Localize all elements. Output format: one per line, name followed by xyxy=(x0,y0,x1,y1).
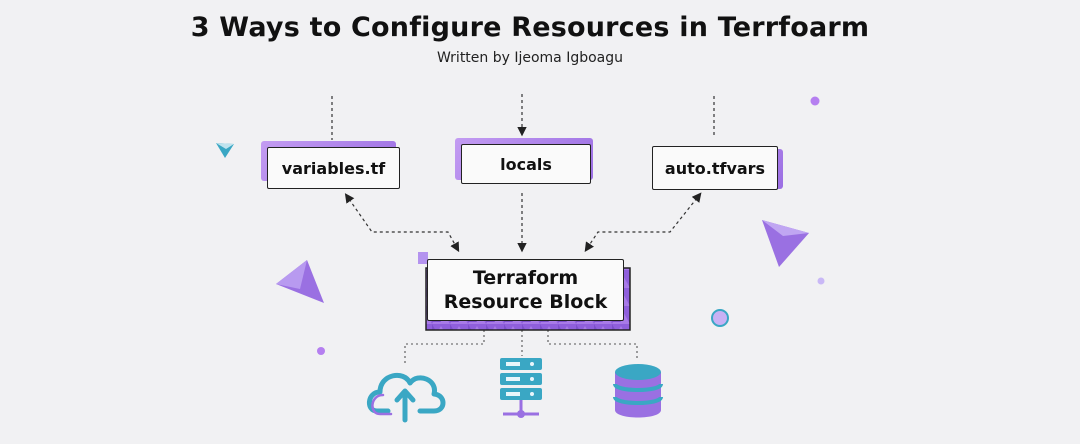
decorative-dot xyxy=(810,96,820,106)
arrow-autotfvars-to-resource xyxy=(584,192,702,252)
node-auto-tfvars: auto.tfvars xyxy=(652,146,778,190)
node-locals-label: locals xyxy=(500,154,552,174)
node-variables-tf: variables.tf xyxy=(267,147,400,189)
decorative-dot xyxy=(817,277,825,285)
page-title: 3 Ways to Configure Resources in Terrfoa… xyxy=(190,12,870,43)
decorative-dot xyxy=(317,347,325,355)
bottom-connectors xyxy=(404,330,638,364)
cloud-upload-icon xyxy=(367,372,446,423)
database-icon xyxy=(613,364,663,418)
node-variables-label: variables.tf xyxy=(281,158,386,178)
page-subtitle: Written by Ijeoma Igboagu xyxy=(436,50,624,66)
decorative-triangle-right xyxy=(762,220,809,267)
node-terraform-resource-block: Terraform Resource Block xyxy=(427,259,624,321)
top-dashed-lines xyxy=(331,96,715,140)
resource-label-line1: Terraform xyxy=(472,267,579,289)
server-rack-icon xyxy=(500,358,542,418)
decorative-ring xyxy=(711,309,729,327)
decorative-triangle-small xyxy=(216,143,234,158)
resource-label-line2: Resource Block xyxy=(443,291,608,313)
node-autotfvars-label: auto.tfvars xyxy=(664,158,766,178)
node-locals: locals xyxy=(461,144,591,184)
decorative-triangle-left xyxy=(276,260,324,303)
arrow-variables-to-resource xyxy=(344,193,460,253)
